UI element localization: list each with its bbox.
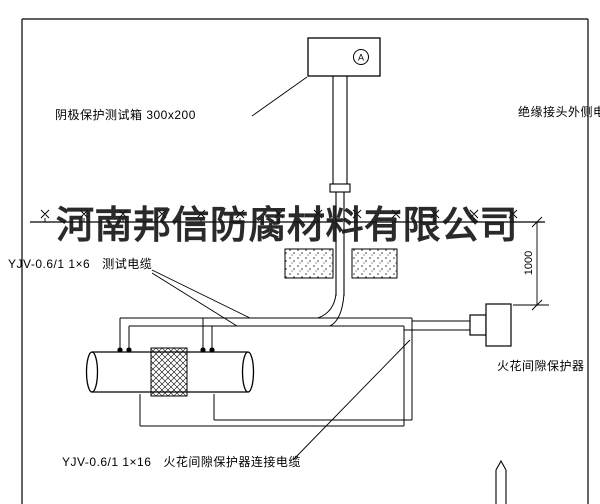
conduit-riser bbox=[329, 76, 351, 296]
ammeter-letter: A bbox=[358, 53, 364, 63]
drawing-frame bbox=[21, 18, 589, 504]
cable-runs bbox=[119, 293, 470, 427]
depth-dimension-text: 1000 bbox=[523, 251, 535, 275]
test-cable-label: YJV-0.6/1 1×6 测试电缆 bbox=[8, 257, 152, 271]
bottom-cable-spec: YJV-0.6/1 1×16 bbox=[62, 455, 152, 469]
leader-lines bbox=[151, 76, 411, 461]
anode-stake-symbol bbox=[495, 459, 507, 504]
ground-surface-marks bbox=[40, 209, 518, 222]
test-box bbox=[307, 37, 381, 77]
company-watermark: 河南邦信防腐材料有限公司 bbox=[56, 205, 519, 247]
protector-label: 火花间隙保护器 bbox=[497, 359, 585, 373]
spark-gap-protector bbox=[469, 303, 512, 347]
depth-dimension bbox=[513, 216, 549, 311]
concrete-blocks bbox=[284, 248, 398, 279]
test-cable-name: 测试电缆 bbox=[102, 257, 153, 271]
bottom-cable-name: 火花间隙保护器连接电缆 bbox=[163, 455, 301, 469]
insulating-joint bbox=[150, 347, 188, 397]
outer-cable-label: 绝缘接头外侧电缆 bbox=[518, 105, 600, 119]
test-box-label: 阴极保护测试箱 300x200 bbox=[55, 108, 196, 122]
bottom-cable-label: YJV-0.6/1 1×16 火花间隙保护器连接电缆 bbox=[62, 455, 301, 469]
test-cable-spec: YJV-0.6/1 1×6 bbox=[8, 257, 91, 271]
ammeter-symbol bbox=[353, 49, 369, 65]
